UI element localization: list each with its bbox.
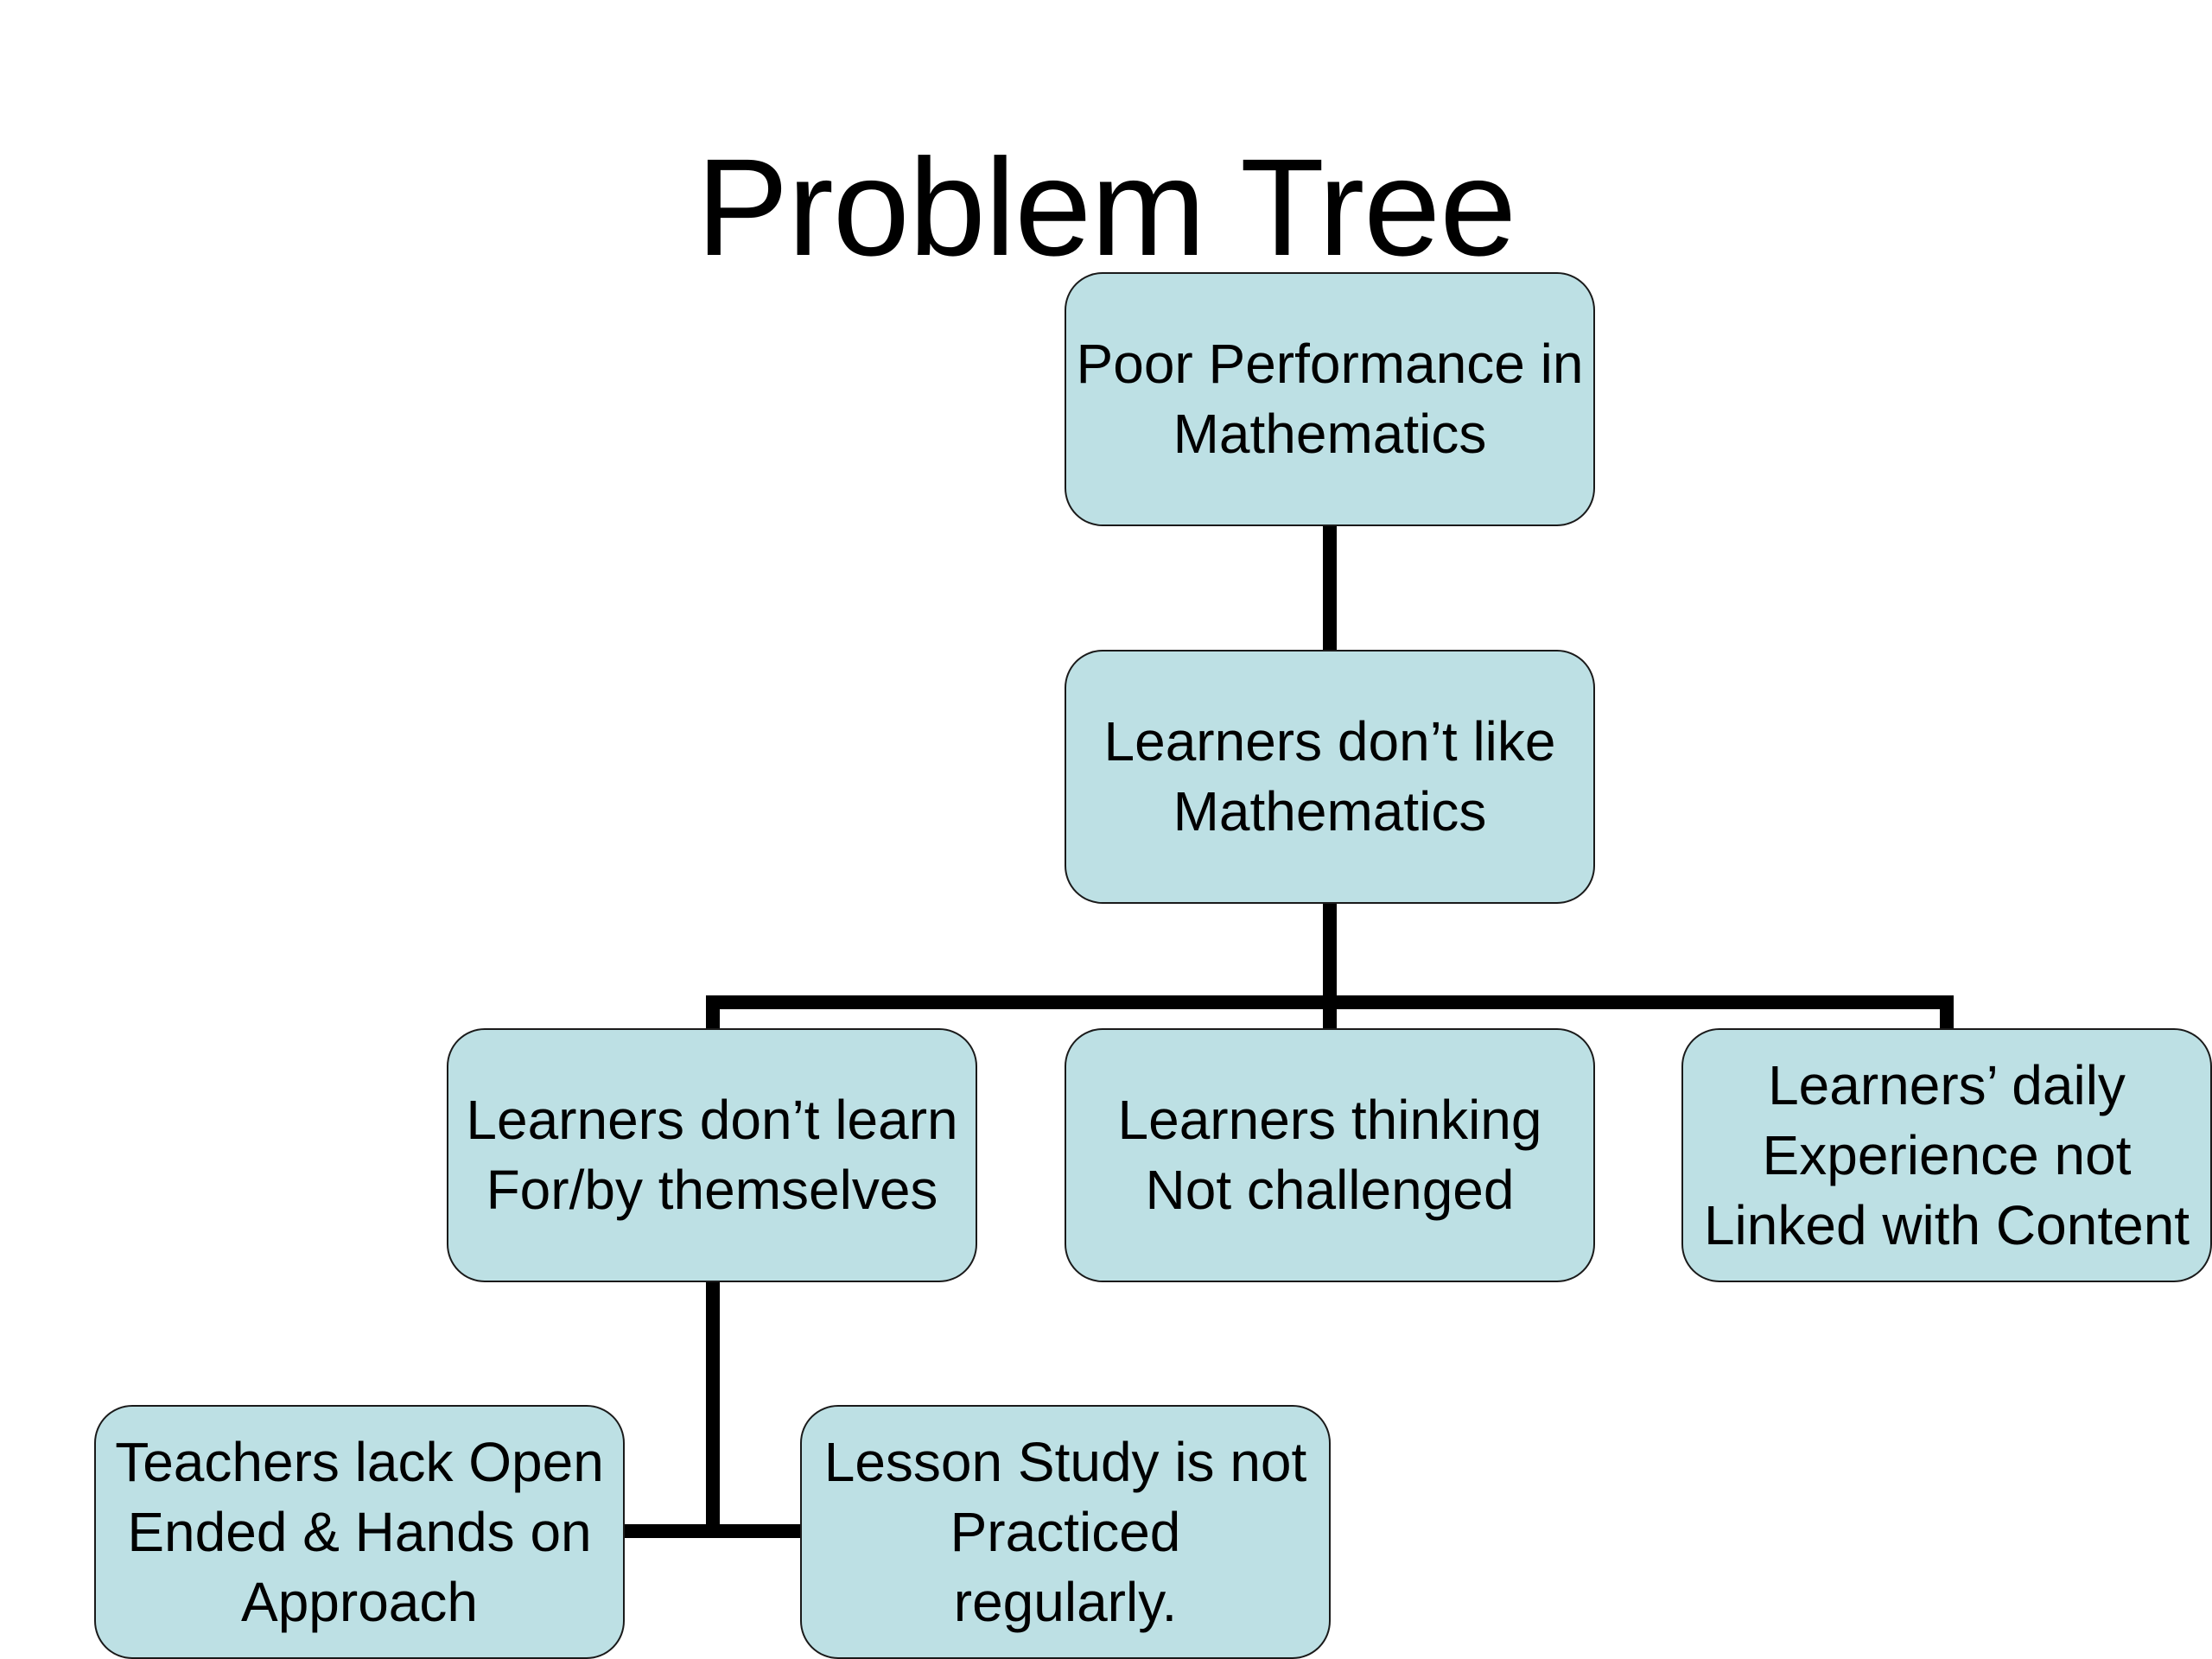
problem-node-sub-2: Lesson Study is not Practiced regularly. [800,1405,1331,1659]
problem-node-cause-3-label: Learners’ daily Experience not Linked wi… [1703,1053,2190,1256]
problem-node-middle-label: Learners don’t like Mathematics [1103,710,1556,842]
problem-node-cause-1: Learners don’t learn For/by themselves [447,1028,977,1282]
problem-node-cause-2-label: Learners thinking Not challenged [1117,1089,1542,1221]
problem-node-cause-1-label: Learners don’t learn For/by themselves [466,1089,958,1221]
problem-node-root-label: Poor Performance in Mathematics [1076,333,1584,465]
problem-node-sub-1: Teachers lack Open Ended & Hands on Appr… [94,1405,625,1659]
problem-node-cause-3: Learners’ daily Experience not Linked wi… [1681,1028,2212,1282]
problem-node-cause-2: Learners thinking Not challenged [1065,1028,1595,1282]
page-title: Problem Tree [696,130,1516,284]
problem-node-middle: Learners don’t like Mathematics [1065,650,1595,904]
problem-node-sub-1-label: Teachers lack Open Ended & Hands on Appr… [115,1430,604,1633]
problem-node-root: Poor Performance in Mathematics [1065,272,1595,526]
problem-node-sub-2-label: Lesson Study is not Practiced regularly. [823,1430,1307,1633]
